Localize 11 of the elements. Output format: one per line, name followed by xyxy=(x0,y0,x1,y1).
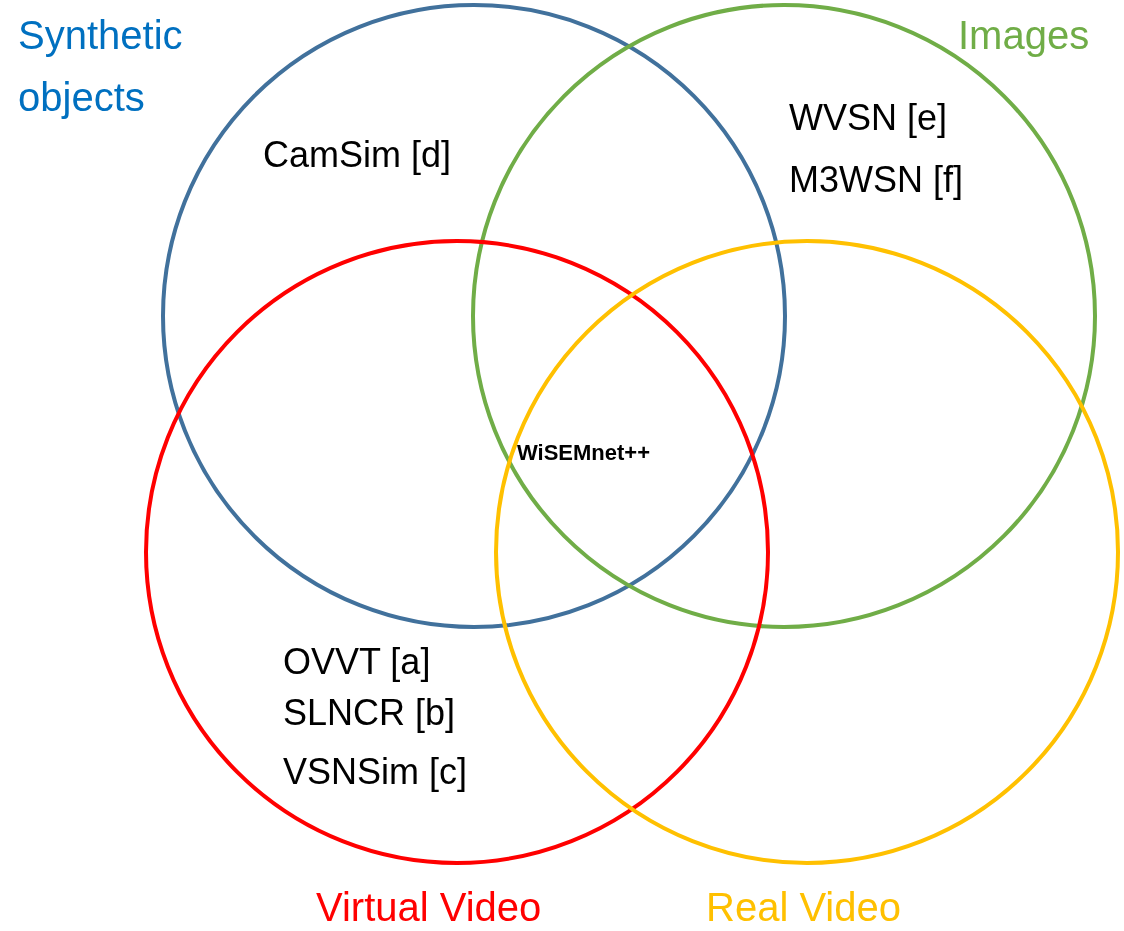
center-label: WiSEMnet++ xyxy=(517,440,651,466)
set-title: Virtual Video xyxy=(316,884,542,931)
item-label: SLNCR [b] xyxy=(283,692,456,734)
item-label: OVVT [a] xyxy=(283,641,431,683)
set-title: Synthetic objects xyxy=(18,12,184,121)
item-label: M3WSN [f] xyxy=(789,159,963,201)
set-title: Images xyxy=(958,12,1090,59)
set-title: Real Video xyxy=(706,884,901,931)
item-label: WVSN [e] xyxy=(789,97,948,139)
item-label: VSNSim [c] xyxy=(283,751,468,793)
item-label: CamSim [d] xyxy=(263,134,452,176)
